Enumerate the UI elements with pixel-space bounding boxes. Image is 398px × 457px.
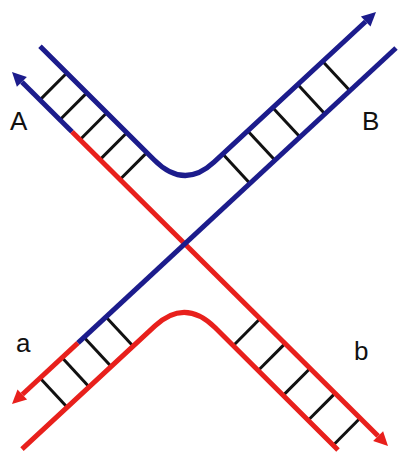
strand-label: B xyxy=(362,108,379,134)
strand-segment xyxy=(22,82,72,132)
strand-segment xyxy=(22,343,78,395)
arrowhead xyxy=(12,72,27,87)
upper-strand xyxy=(40,22,366,176)
strand-label: a xyxy=(16,330,30,356)
strand-label: b xyxy=(354,338,368,364)
lower-strand xyxy=(22,312,338,450)
strand-segment xyxy=(78,48,396,343)
strand-label: A xyxy=(10,108,27,134)
strand-segment xyxy=(72,132,378,436)
arrowhead xyxy=(373,431,388,446)
arrowhead xyxy=(12,389,27,404)
arrowhead xyxy=(361,12,376,27)
